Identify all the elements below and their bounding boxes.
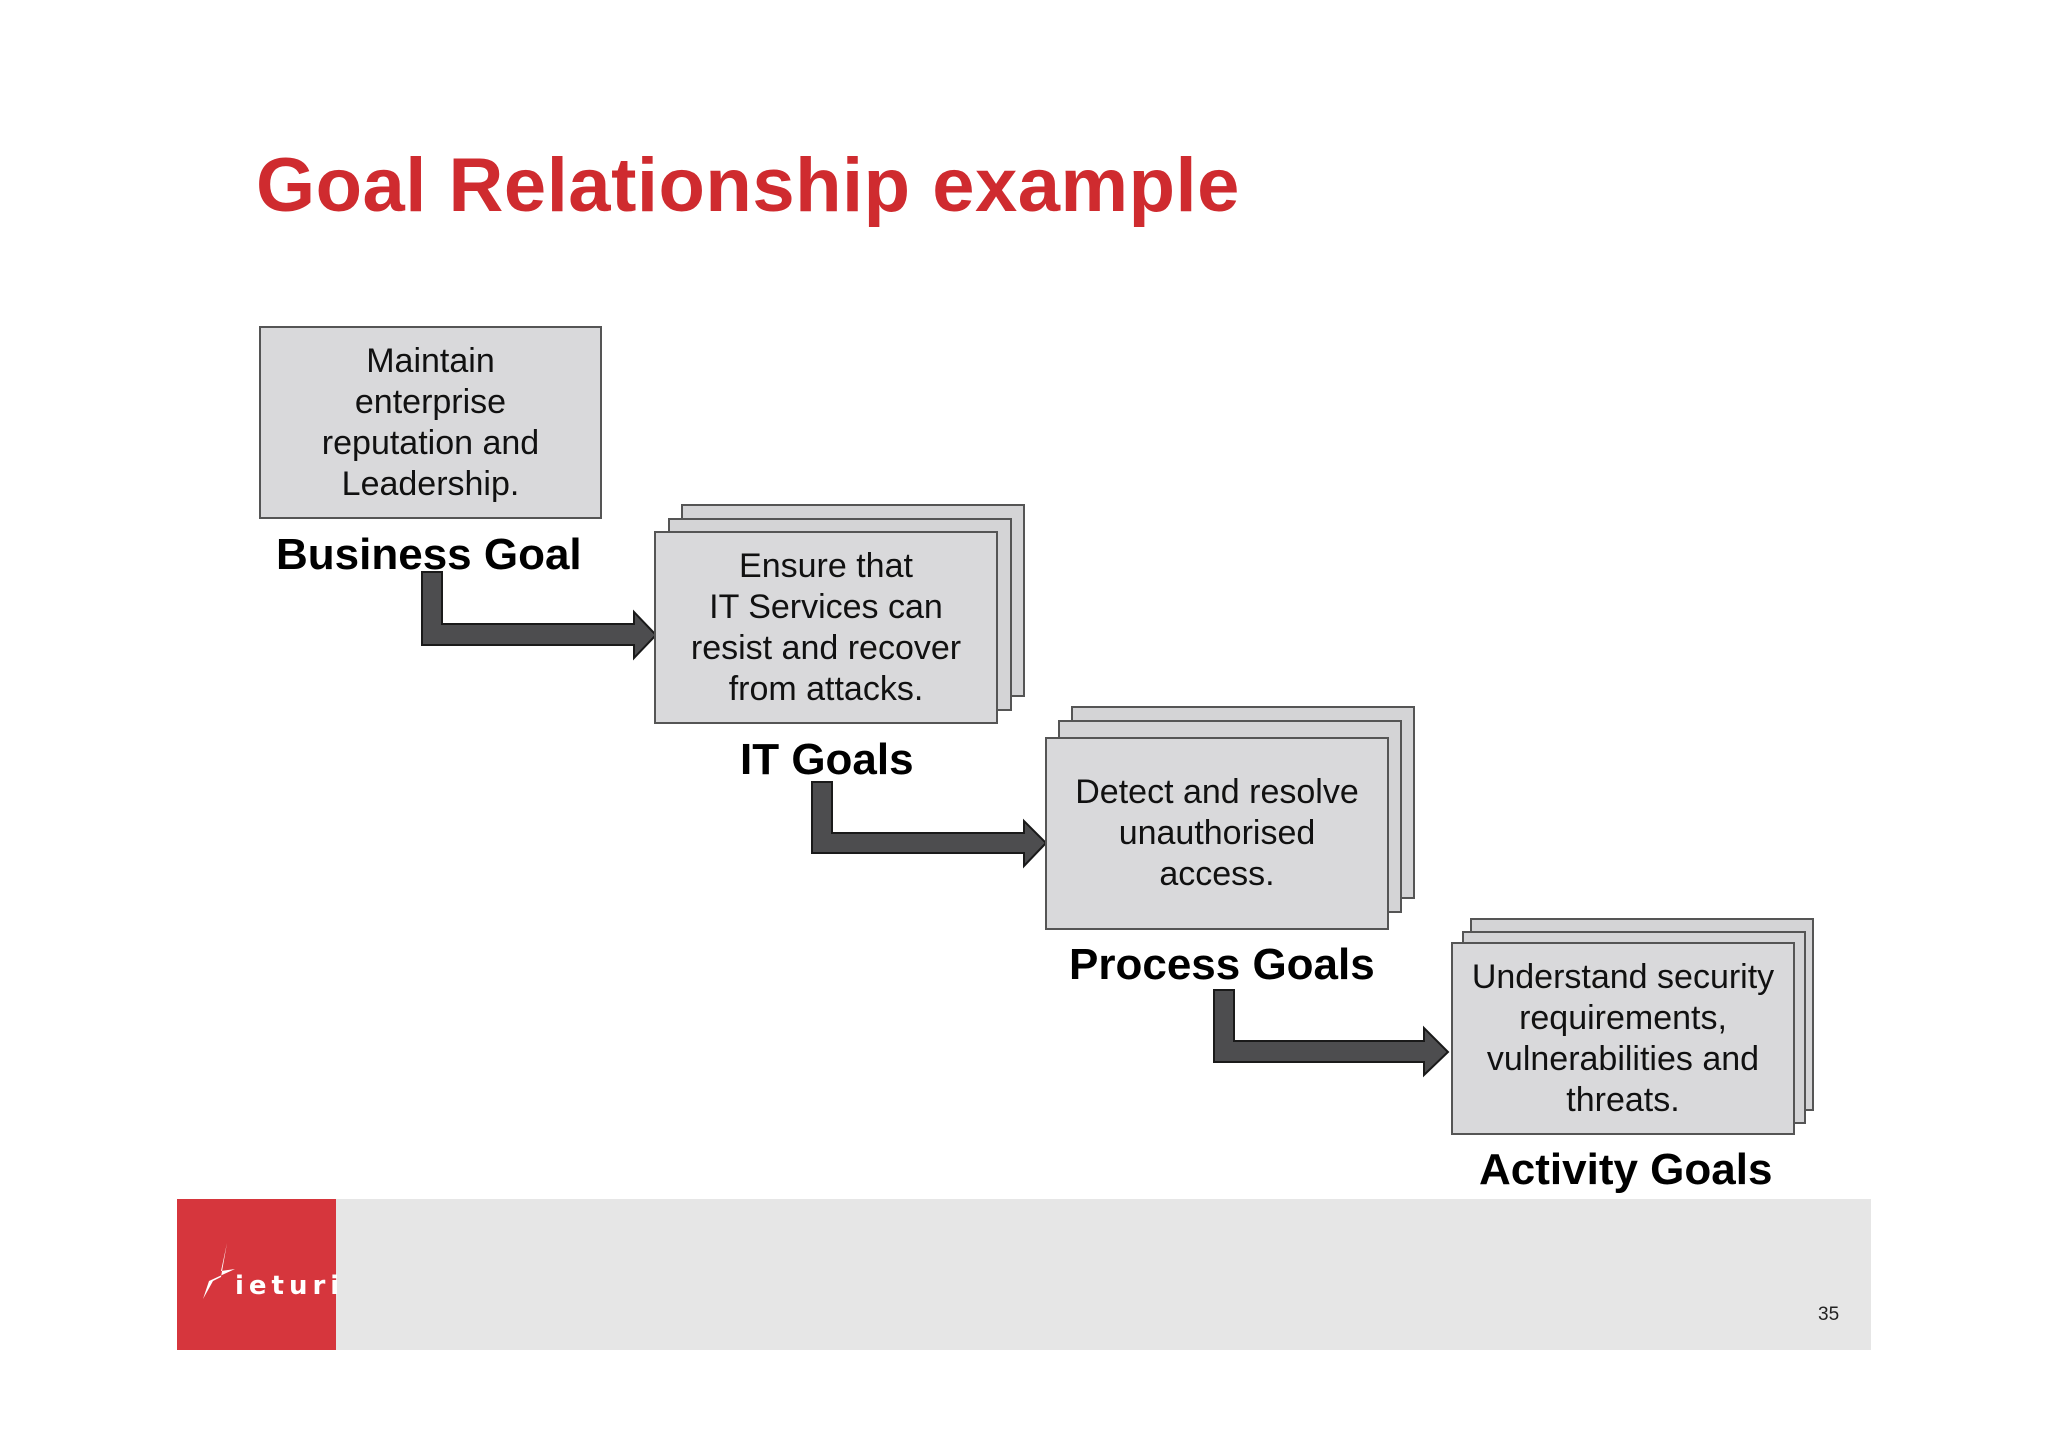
logo-arrow-icon xyxy=(203,1243,235,1299)
page-number: 35 xyxy=(1818,1304,1840,1325)
it-goals-label: IT Goals xyxy=(740,735,914,784)
process-goals-text: Detect and resolve unauthorised access. xyxy=(1075,773,1359,893)
it-goals-box: Ensure that IT Services can resist and r… xyxy=(654,531,998,724)
activity-goals-label: Activity Goals xyxy=(1479,1145,1773,1194)
it-goals-text: Ensure that IT Services can resist and r… xyxy=(690,546,962,708)
arrow-process-to-activity xyxy=(1213,989,1450,1078)
activity-goals-box: Understand security requirements, vulner… xyxy=(1451,942,1795,1135)
slide-title: Goal Relationship example xyxy=(256,143,1240,228)
business-goal-label: Business Goal xyxy=(276,530,582,579)
activity-goals-text: Understand security requirements, vulner… xyxy=(1471,957,1775,1119)
business-goal-text: Maintain enterprise reputation and Leade… xyxy=(321,341,540,503)
company-logo: ieturi xyxy=(177,1199,339,1350)
arrow-business-to-it xyxy=(421,571,658,661)
process-goals-box: Detect and resolve unauthorised access. xyxy=(1045,737,1389,930)
business-goal-box: Maintain enterprise reputation and Leade… xyxy=(259,326,602,519)
process-goals-label: Process Goals xyxy=(1069,940,1375,989)
logo-text: ieturi xyxy=(235,1271,345,1301)
footer-band xyxy=(177,1199,1871,1350)
arrow-it-to-process xyxy=(811,781,1048,869)
